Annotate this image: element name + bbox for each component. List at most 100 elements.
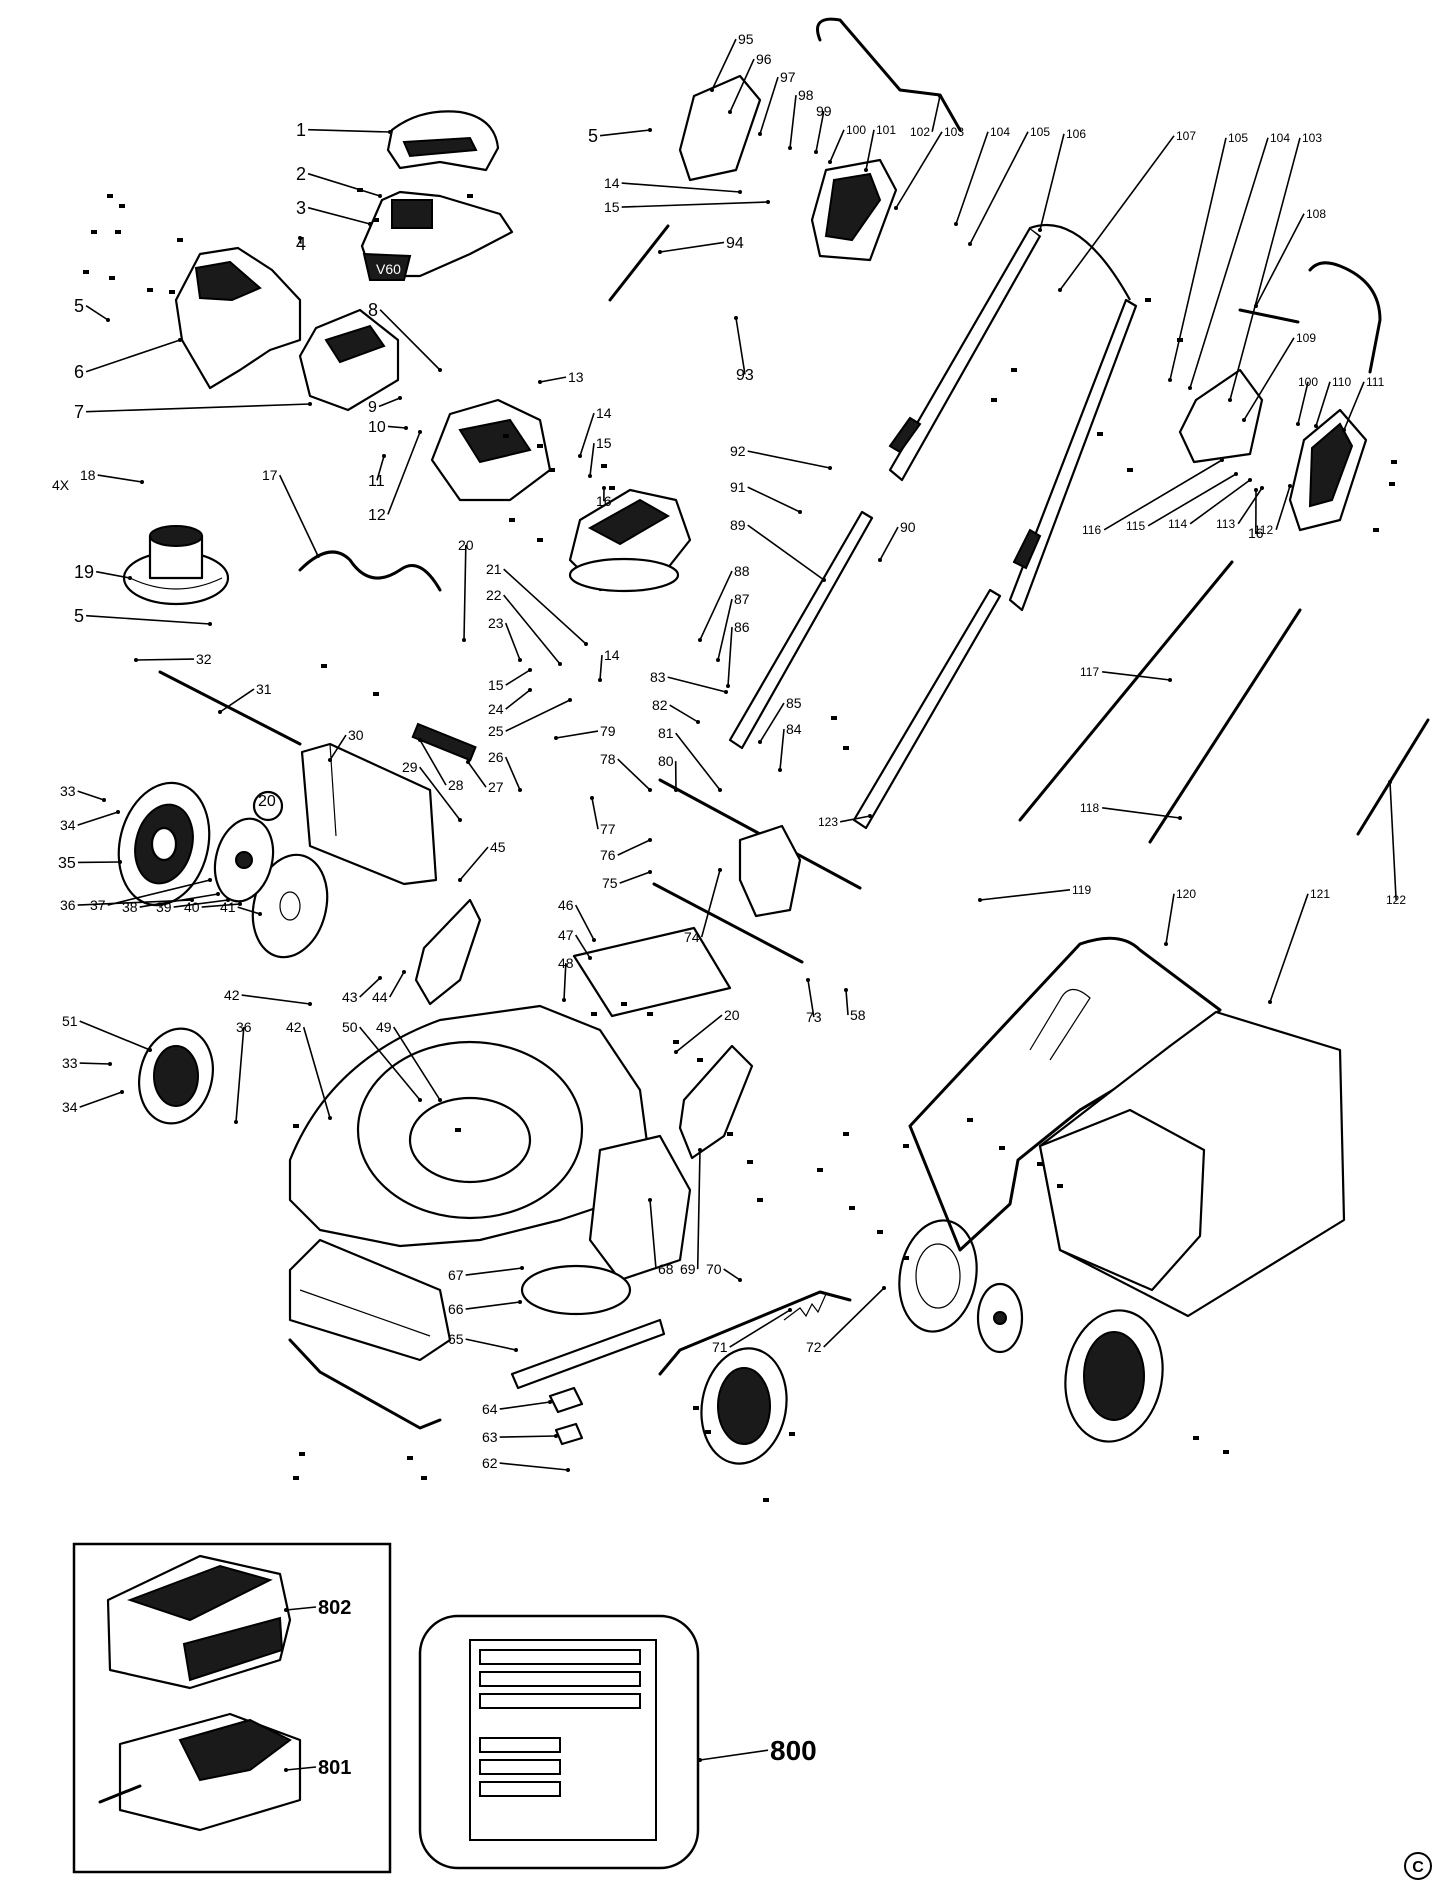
leader-line	[675, 732, 721, 791]
leader-line	[285, 1766, 317, 1771]
leader-dot	[726, 684, 730, 688]
leader-line	[1189, 479, 1251, 525]
part-label-122: 122	[1386, 893, 1406, 907]
part-label-110: 110	[1332, 375, 1351, 389]
leader-line	[619, 871, 651, 884]
leader-line	[278, 474, 319, 557]
fasteners	[83, 188, 1397, 1502]
leader-dot	[814, 150, 818, 154]
screw-part	[843, 746, 849, 750]
part-label-120: 120	[1176, 887, 1196, 901]
leader-line	[302, 1026, 331, 1119]
leader-line	[201, 903, 241, 908]
leader-dot	[758, 740, 762, 744]
part-label-22: 22	[486, 587, 502, 603]
leader-dot	[108, 1062, 112, 1066]
leader-dot	[968, 242, 972, 246]
leader-dot	[398, 396, 402, 400]
part-label-4x: 4X	[52, 477, 70, 493]
part-label-118: 118	[1080, 801, 1099, 815]
leader-dot	[402, 970, 406, 974]
leader-line	[823, 1287, 885, 1348]
part-label-115: 115	[1126, 519, 1145, 533]
leader-dot	[718, 868, 722, 872]
part-label-108: 108	[1306, 207, 1326, 221]
screw-part	[601, 464, 607, 468]
part-label-16: 16	[596, 493, 612, 509]
leader-dot	[788, 146, 792, 150]
leader-line	[241, 994, 311, 1005]
part-label-123: 123	[818, 815, 838, 829]
part-label-800: 800	[770, 1735, 817, 1766]
lower-handle-bar-part	[728, 510, 1002, 830]
leader-dot	[102, 798, 106, 802]
screw-part	[591, 1012, 597, 1016]
leader-dot	[648, 1198, 652, 1202]
leader-line	[499, 1401, 551, 1410]
leader-dot	[798, 510, 802, 514]
leader-line	[879, 526, 899, 561]
leader-dot	[308, 402, 312, 406]
leader-dot	[1220, 458, 1224, 462]
leader-line	[711, 38, 737, 91]
leader-line	[895, 131, 943, 209]
screw-part	[169, 290, 175, 294]
part-label-86: 86	[734, 619, 750, 635]
screw-part	[407, 1456, 413, 1460]
rear-shaft-part	[652, 778, 862, 964]
screw-part	[609, 486, 615, 490]
leader-line	[376, 455, 385, 481]
leader-dot	[378, 194, 382, 198]
leader-dot	[806, 978, 810, 982]
leader-line	[829, 129, 845, 163]
leader-line	[579, 412, 595, 457]
part-label-19: 19	[74, 562, 94, 582]
leader-line	[503, 568, 587, 645]
part-label-43: 43	[342, 989, 358, 1005]
part-label-67: 67	[448, 1267, 464, 1283]
leader-dot	[118, 860, 122, 864]
part-label-20: 20	[258, 793, 276, 810]
motor-part	[122, 525, 230, 606]
leader-dot	[120, 1090, 124, 1094]
leader-dot	[238, 902, 242, 906]
screw-part	[903, 1144, 909, 1148]
leader-line	[574, 904, 595, 941]
screw-part	[357, 188, 363, 192]
rear-gear-plate-part	[976, 1282, 1024, 1354]
label-sheet-frame	[418, 1614, 700, 1870]
plate-46-part	[572, 926, 732, 1018]
screw-part	[421, 1476, 427, 1480]
leader-dot	[588, 956, 592, 960]
leader-line	[539, 376, 567, 383]
leader-dot	[584, 642, 588, 646]
leader-line	[419, 766, 461, 821]
leader-dot	[562, 998, 566, 1002]
screw-part	[115, 230, 121, 234]
leader-line	[387, 425, 407, 429]
screw-part	[999, 1146, 1005, 1150]
leader-line	[1255, 213, 1305, 307]
screw-part	[817, 1168, 823, 1172]
part-label-64: 64	[482, 1401, 498, 1417]
leader-dot	[1388, 780, 1392, 784]
leader-dot	[716, 658, 720, 662]
grass-bag-frame-120-part	[908, 936, 1222, 1252]
leader-line	[747, 486, 801, 513]
part-label-37: 37	[90, 897, 106, 913]
leader-dot	[1188, 386, 1192, 390]
leader-line	[85, 305, 109, 321]
part-label-32: 32	[196, 651, 212, 667]
part-label-82: 82	[652, 697, 668, 713]
leader-dot	[1288, 484, 1292, 488]
leader-dot	[418, 1098, 422, 1102]
leader-dot	[590, 796, 594, 800]
part-label-20: 20	[458, 537, 474, 553]
part-label-71: 71	[712, 1339, 728, 1355]
leader-line	[393, 1026, 441, 1101]
part-label-46: 46	[558, 897, 574, 913]
part-label-20: 20	[724, 1007, 740, 1023]
leader-dot	[216, 892, 220, 896]
part-label-30: 30	[348, 727, 364, 743]
part-label-41: 41	[220, 899, 236, 915]
